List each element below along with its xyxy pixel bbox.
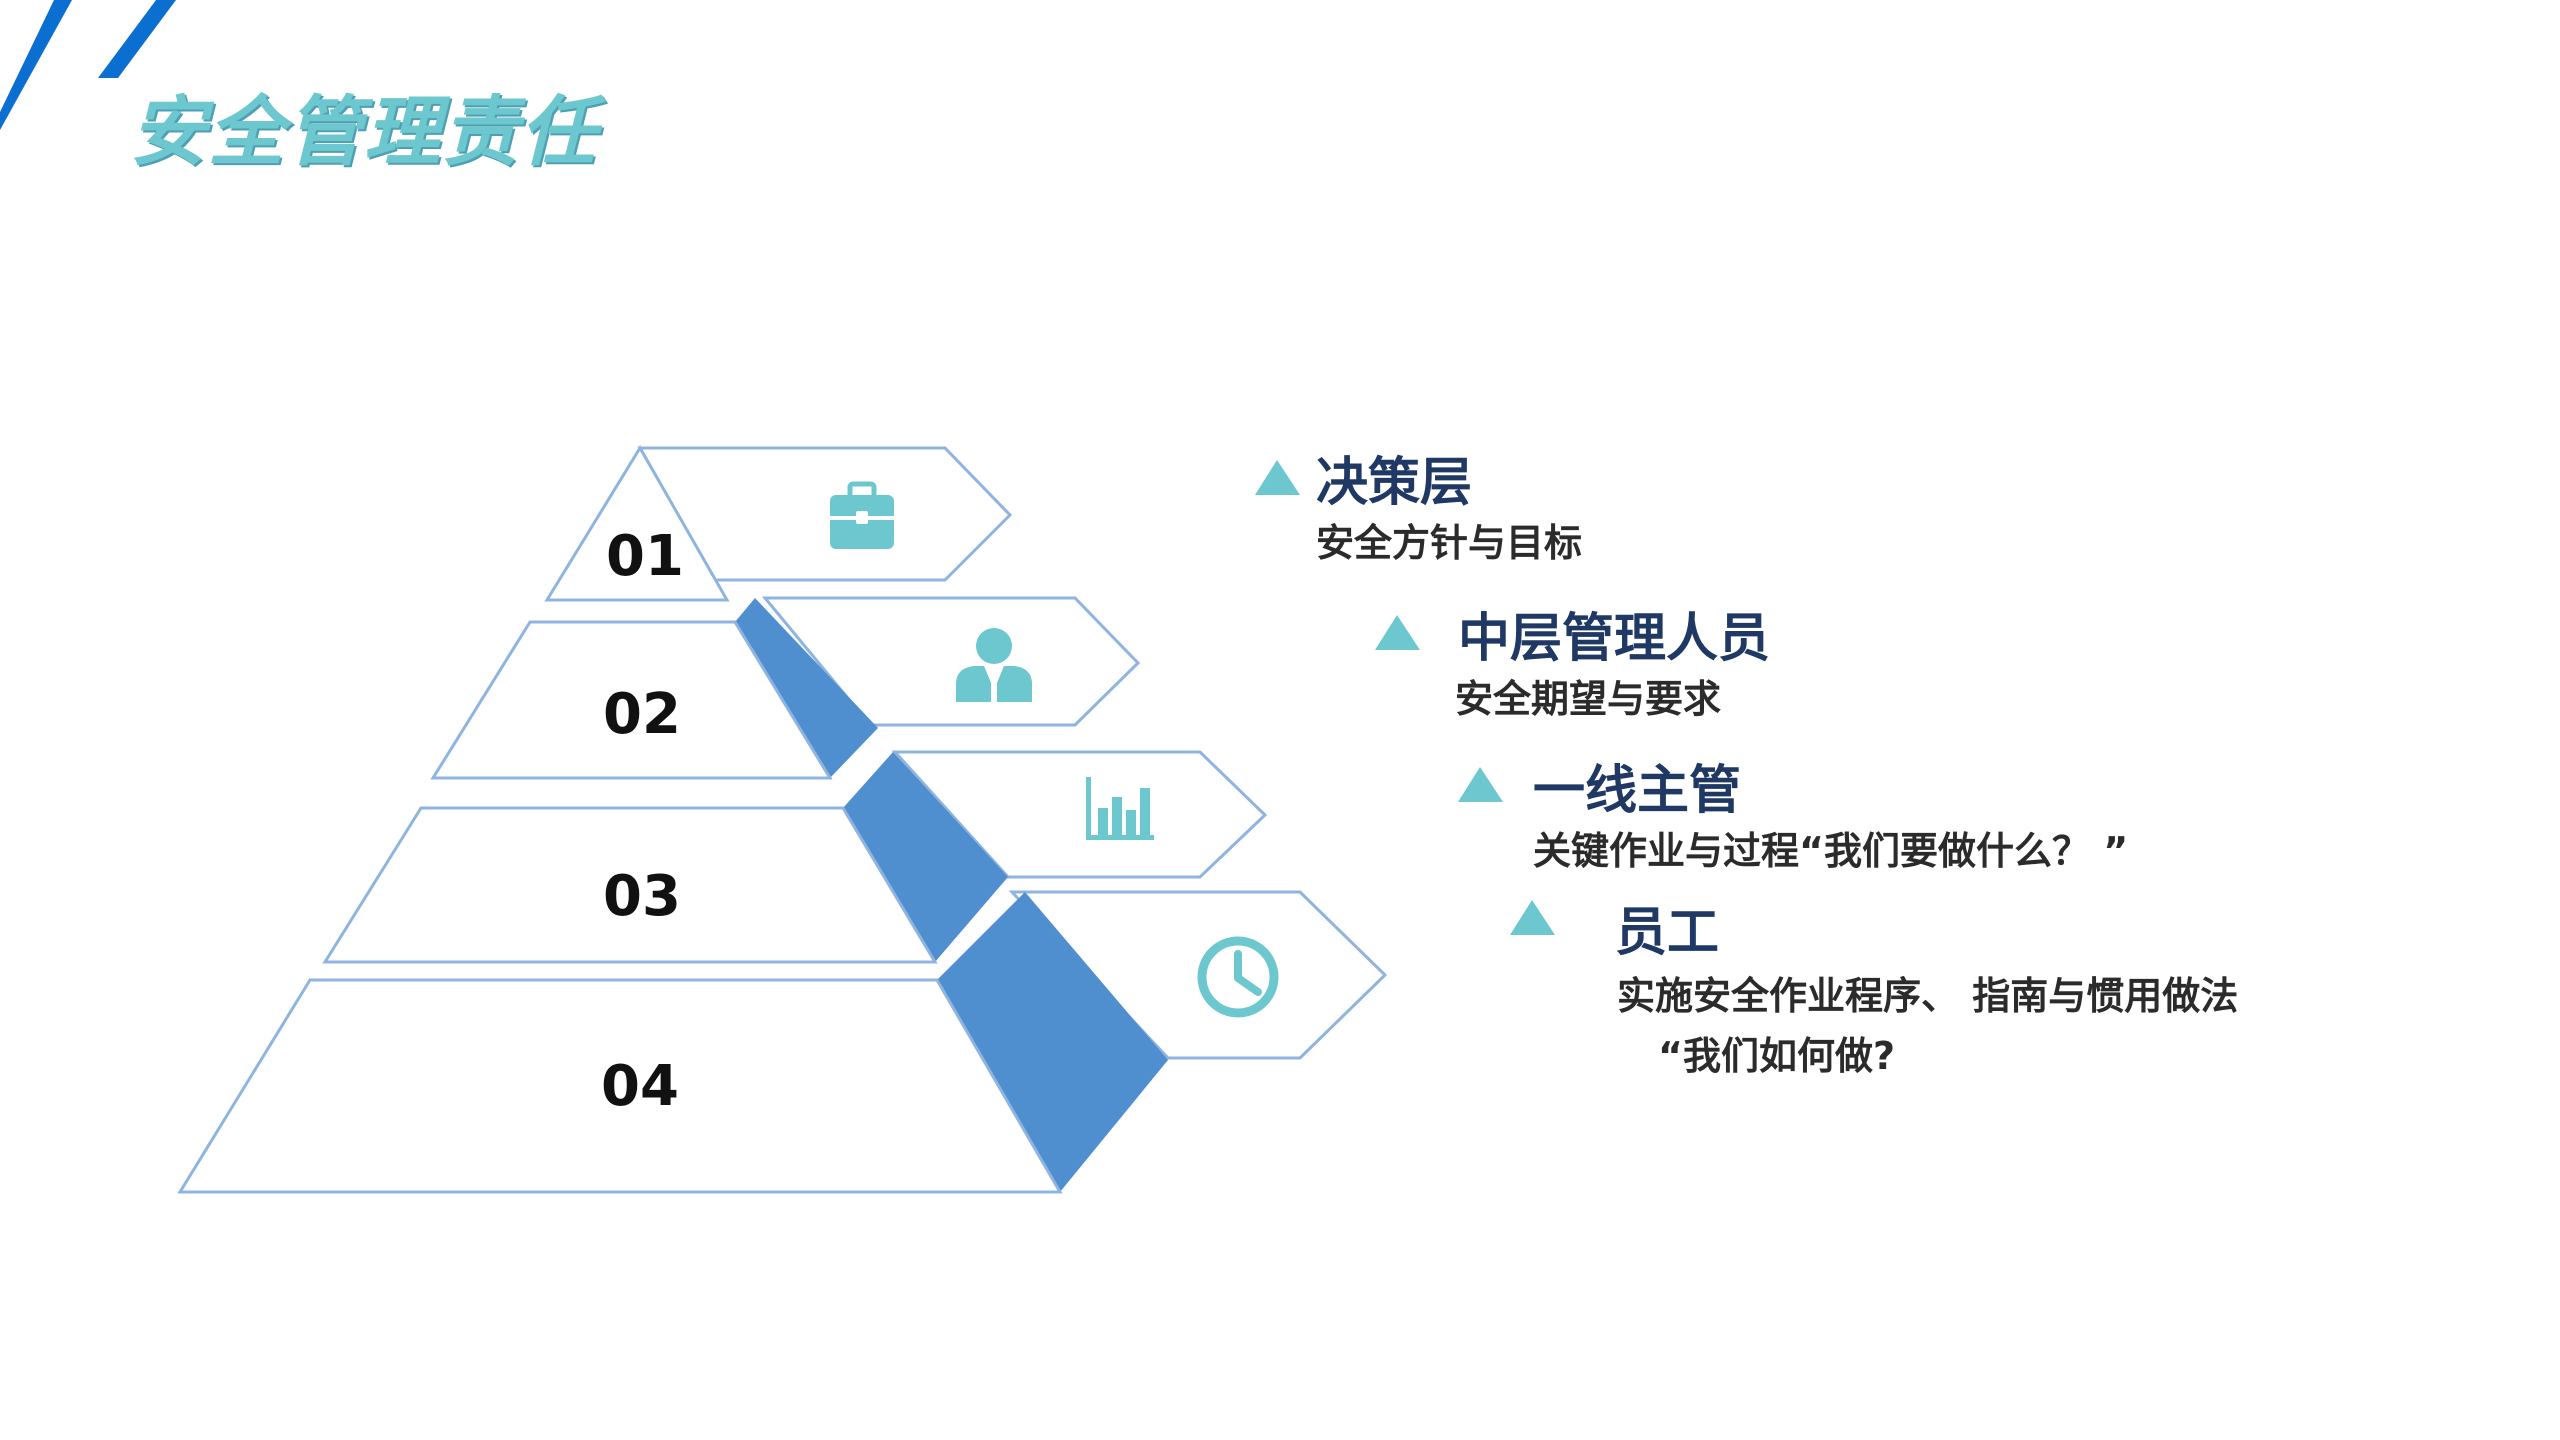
pyramid-side-faces: [735, 598, 1168, 1192]
pyramid-tier-01: [544, 445, 730, 602]
bullet-triangle-04: [1510, 900, 1555, 935]
pyramid-front-faces: [177, 445, 1063, 1194]
side-face-03: [843, 752, 1008, 962]
level-title-02: 中层管理人员: [1458, 609, 1771, 669]
level-desc-03: 关键作业与过程“我们要做什么？ ”: [1533, 829, 2129, 873]
level-desc-02: 安全期望与要求: [1455, 677, 1722, 721]
bar-chart-icon: [1086, 777, 1154, 840]
bullet-triangle-02: [1375, 615, 1420, 650]
level-desc-04: 实施安全作业程序、 指南与惯用做法: [1617, 974, 2239, 1018]
side-face-04: [937, 892, 1168, 1192]
level-desc-04-line2: “我们如何做?: [1658, 1034, 1896, 1078]
slide-title: 安全管理责任: [130, 87, 598, 176]
pyramid-tier-02: [430, 620, 833, 780]
tier-number-01: 01: [606, 524, 684, 589]
tier-number-03: 03: [603, 864, 681, 929]
pyramid-numbers: 01 02 03 04: [601, 524, 684, 1119]
level-title-01: 决策层: [1316, 453, 1473, 513]
person-icon: [956, 628, 1032, 702]
briefcase-icon: [830, 481, 894, 549]
bullet-triangle-03: [1458, 767, 1503, 802]
level-desc-01: 安全方针与目标: [1316, 521, 1583, 565]
corner-stripes: [0, 0, 176, 130]
tier-number-04: 04: [601, 1054, 679, 1119]
side-face-02: [735, 598, 878, 778]
bullet-triangle-01: [1255, 460, 1300, 495]
clock-icon: [1197, 936, 1279, 1018]
arrow-tab-03: [891, 750, 1268, 879]
level-title-03: 一线主管: [1533, 761, 1742, 821]
level-bullets: [1255, 460, 1555, 935]
pyramid-tier-04: [177, 978, 1063, 1194]
pyramid-tier-03: [322, 806, 938, 964]
tier-number-02: 02: [603, 682, 681, 747]
level-title-04: 员工: [1615, 903, 1720, 963]
